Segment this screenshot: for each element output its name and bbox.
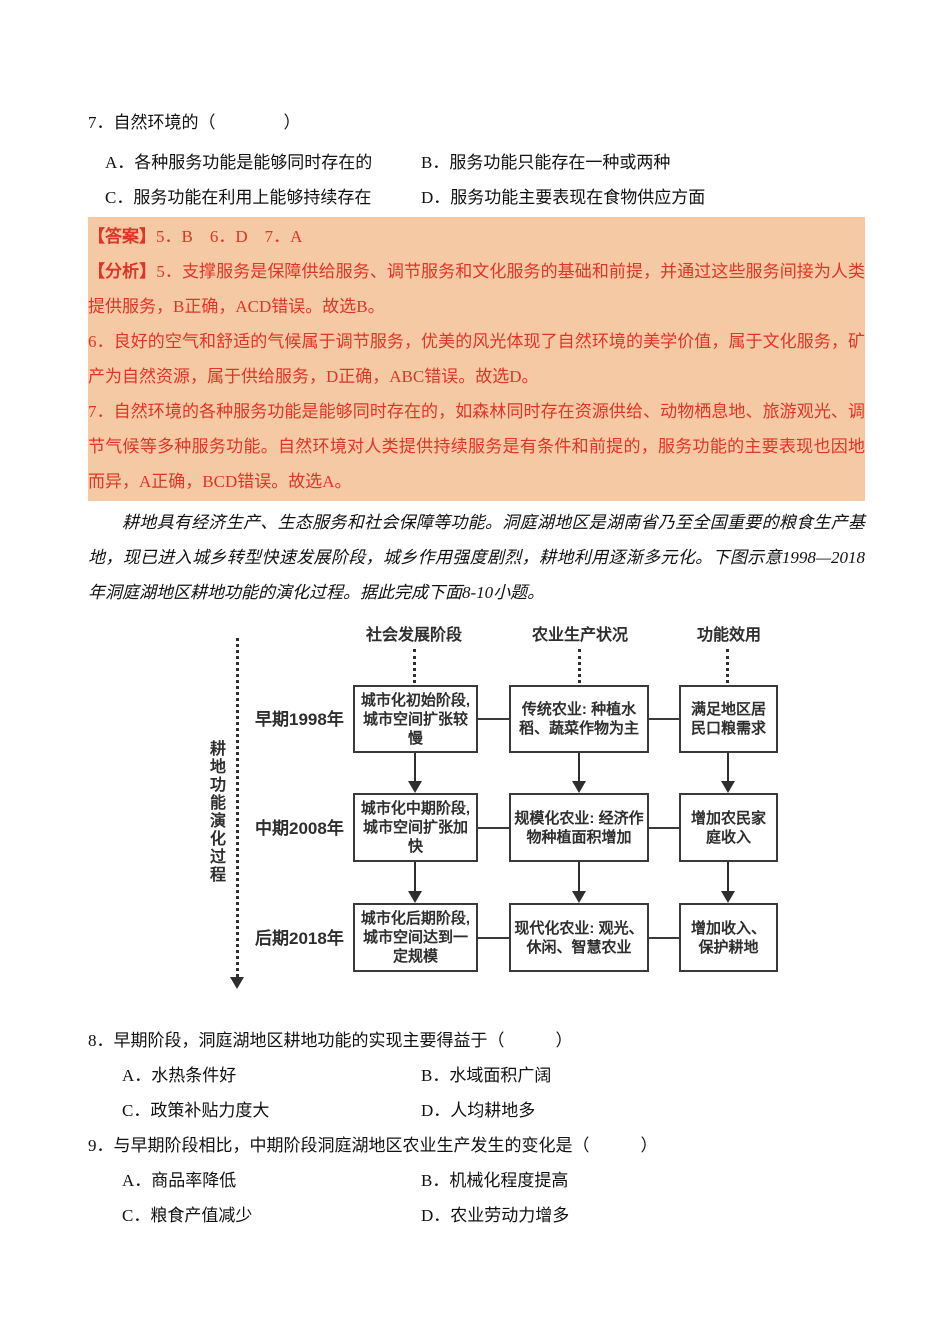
question-7-option-b: B．服务功能只能存在一种或两种 <box>421 153 671 172</box>
answer-line: 【答案】5．B 6．D 7．A <box>88 219 865 254</box>
figure-header-dotted-line-1 <box>413 649 416 683</box>
figure-box-r1-agriculture: 传统农业: 种植水稻、蔬菜作物为主 <box>509 685 649 753</box>
analysis-paragraph-6: 6．良好的空气和舒适的气候属于调节服务，优美的风光体现了自然环境的美学价值，属于… <box>88 332 865 386</box>
figure-arrow-stem-c1-r1r2 <box>414 753 416 782</box>
figure-arrow-stem-c1-r2r3 <box>414 862 416 892</box>
figure-row-label-early: 早期1998年 <box>255 710 344 729</box>
figure-arrow-stem-c3-r2r3 <box>727 862 729 892</box>
figure-header-dotted-line-2 <box>578 649 581 683</box>
question-8-option-c: C．政策补贴力度大 <box>122 1101 270 1120</box>
question-8: 8．早期阶段，洞庭湖地区耕地功能的实现主要得益于（ ） A．水热条件好 B．水域… <box>88 1023 865 1128</box>
figure-connector-r1-c1c2 <box>478 718 509 720</box>
analysis-label: 【分析】 <box>88 262 157 281</box>
figure-box-r2-function: 增加农民家庭收入 <box>679 793 778 862</box>
question-9-option-b: B．机械化程度提高 <box>421 1171 569 1190</box>
question-7: 7．自然环境的（ ） A．各种服务功能是能够同时存在的 B．服务功能只能存在一种… <box>88 105 865 215</box>
question-7-option-a: A．各种服务功能是能够同时存在的 <box>105 153 373 172</box>
question-9-option-a: A．商品率降低 <box>122 1171 237 1190</box>
figure-header-dotted-line-3 <box>726 649 729 683</box>
figure-box-r2-agriculture: 规模化农业: 经济作物种植面积增加 <box>509 793 649 862</box>
question-8-options-row-1: A．水热条件好 B．水域面积广阔 <box>88 1058 865 1093</box>
figure-axis-dotted-line <box>236 638 239 977</box>
figure-down-arrow-icon-c1-r2r3 <box>408 891 422 903</box>
question-7-number: 7． <box>88 113 114 132</box>
question-9-options-row-2: C．粮食产值减少 D．农业劳动力增多 <box>88 1198 865 1233</box>
analysis-paragraph-5: 【分析】5．支撑服务是保障供给服务、调节服务和文化服务的基础和前提，并通过这些服… <box>88 254 865 324</box>
figure-connector-r3-c1c2 <box>478 937 509 939</box>
question-8-option-b: B．水域面积广阔 <box>421 1066 552 1085</box>
figure-box-r3-function: 增加收入、保护耕地 <box>679 903 778 972</box>
figure-arrow-stem-c2-r1r2 <box>578 753 580 782</box>
question-7-stem: 7．自然环境的（ ） <box>88 105 865 140</box>
figure-box-r2-urbanization: 城市化中期阶段,城市空间扩张加快 <box>353 793 478 862</box>
analysis-paragraph-7: 7．自然环境的各种服务功能是能够同时存在的，如森林同时存在资源供给、动物栖息地、… <box>88 402 865 491</box>
answer-analysis-block: 【答案】5．B 6．D 7．A 【分析】5．支撑服务是保障供给服务、调节服务和文… <box>88 217 865 501</box>
figure-connector-r2-c2c3 <box>649 827 679 829</box>
figure-down-arrow-icon-c2-r1r2 <box>572 781 586 793</box>
passage-paragraph: 耕地具有经济生产、生态服务和社会保障等功能。洞庭湖地区是湖南省乃至全国重要的粮食… <box>88 513 865 602</box>
question-9-options-row-1: A．商品率降低 B．机械化程度提高 <box>88 1163 865 1198</box>
question-7-options-row-1: A．各种服务功能是能够同时存在的 B．服务功能只能存在一种或两种 <box>88 145 865 180</box>
figure-box-r3-urbanization: 城市化后期阶段,城市空间达到一定规模 <box>353 903 478 972</box>
answer-values: 5．B 6．D 7．A <box>156 227 303 246</box>
figure-box-r1-function: 满足地区居民口粮需求 <box>679 685 778 753</box>
question-9-option-d: D．农业劳动力增多 <box>421 1206 570 1225</box>
question-7-option-d: D．服务功能主要表现在食物供应方面 <box>421 188 706 207</box>
figure-column-header-agriculture: 农业生产状况 <box>531 627 629 644</box>
question-8-option-a: A．水热条件好 <box>122 1066 237 1085</box>
question-9-stem: 9．与早期阶段相比，中期阶段洞庭湖地区农业生产发生的变化是（ ） <box>88 1128 865 1163</box>
figure-column-header-society: 社会发展阶段 <box>365 627 463 644</box>
question-7-text: 自然环境的（ ） <box>113 113 301 132</box>
question-7-options-row-2: C．服务功能在利用上能够持续存在 D．服务功能主要表现在食物供应方面 <box>88 180 865 215</box>
figure-box-r1-urbanization: 城市化初始阶段,城市空间扩张较慢 <box>353 685 478 753</box>
question-8-option-d: D．人均耕地多 <box>421 1101 536 1120</box>
figure-down-arrow-icon-c1-r1r2 <box>408 781 422 793</box>
figure-down-arrow-icon-c3-r2r3 <box>721 891 735 903</box>
figure-axis-label: 耕地功能演化过程 <box>207 740 224 884</box>
figure-land-function-evolution: 耕地功能演化过程 社会发展阶段 农业生产状况 功能效用 早期1998年 中期20… <box>0 625 950 1000</box>
question-8-stem: 8．早期阶段，洞庭湖地区耕地功能的实现主要得益于（ ） <box>88 1023 865 1058</box>
figure-axis-down-arrow-icon <box>230 977 244 989</box>
figure-row-label-middle: 中期2008年 <box>255 819 344 838</box>
question-9: 9．与早期阶段相比，中期阶段洞庭湖地区农业生产发生的变化是（ ） A．商品率降低… <box>88 1128 865 1233</box>
question-9-text: 与早期阶段相比，中期阶段洞庭湖地区农业生产发生的变化是（ ） <box>113 1136 658 1155</box>
figure-arrow-stem-c2-r2r3 <box>578 862 580 892</box>
question-8-text: 早期阶段，洞庭湖地区耕地功能的实现主要得益于（ ） <box>113 1031 573 1050</box>
figure-arrow-stem-c3-r1r2 <box>727 753 729 782</box>
figure-connector-r2-c1c2 <box>478 827 509 829</box>
question-8-number: 8． <box>88 1031 114 1050</box>
figure-connector-r3-c2c3 <box>649 937 679 939</box>
figure-connector-r1-c2c3 <box>649 718 679 720</box>
question-9-number: 9． <box>88 1136 114 1155</box>
answer-label: 【答案】 <box>88 227 156 246</box>
question-8-options-row-2: C．政策补贴力度大 D．人均耕地多 <box>88 1093 865 1128</box>
question-7-option-c: C．服务功能在利用上能够持续存在 <box>105 188 372 207</box>
figure-down-arrow-icon-c3-r1r2 <box>721 781 735 793</box>
question-9-option-c: C．粮食产值减少 <box>122 1206 253 1225</box>
figure-row-label-late: 后期2018年 <box>255 929 344 948</box>
figure-column-header-function: 功能效用 <box>696 627 762 644</box>
figure-down-arrow-icon-c2-r2r3 <box>572 891 586 903</box>
analysis-text-5: 5．支撑服务是保障供给服务、调节服务和文化服务的基础和前提，并通过这些服务间接为… <box>88 262 865 316</box>
figure-box-r3-agriculture: 现代化农业: 观光、休闲、智慧农业 <box>509 903 649 972</box>
